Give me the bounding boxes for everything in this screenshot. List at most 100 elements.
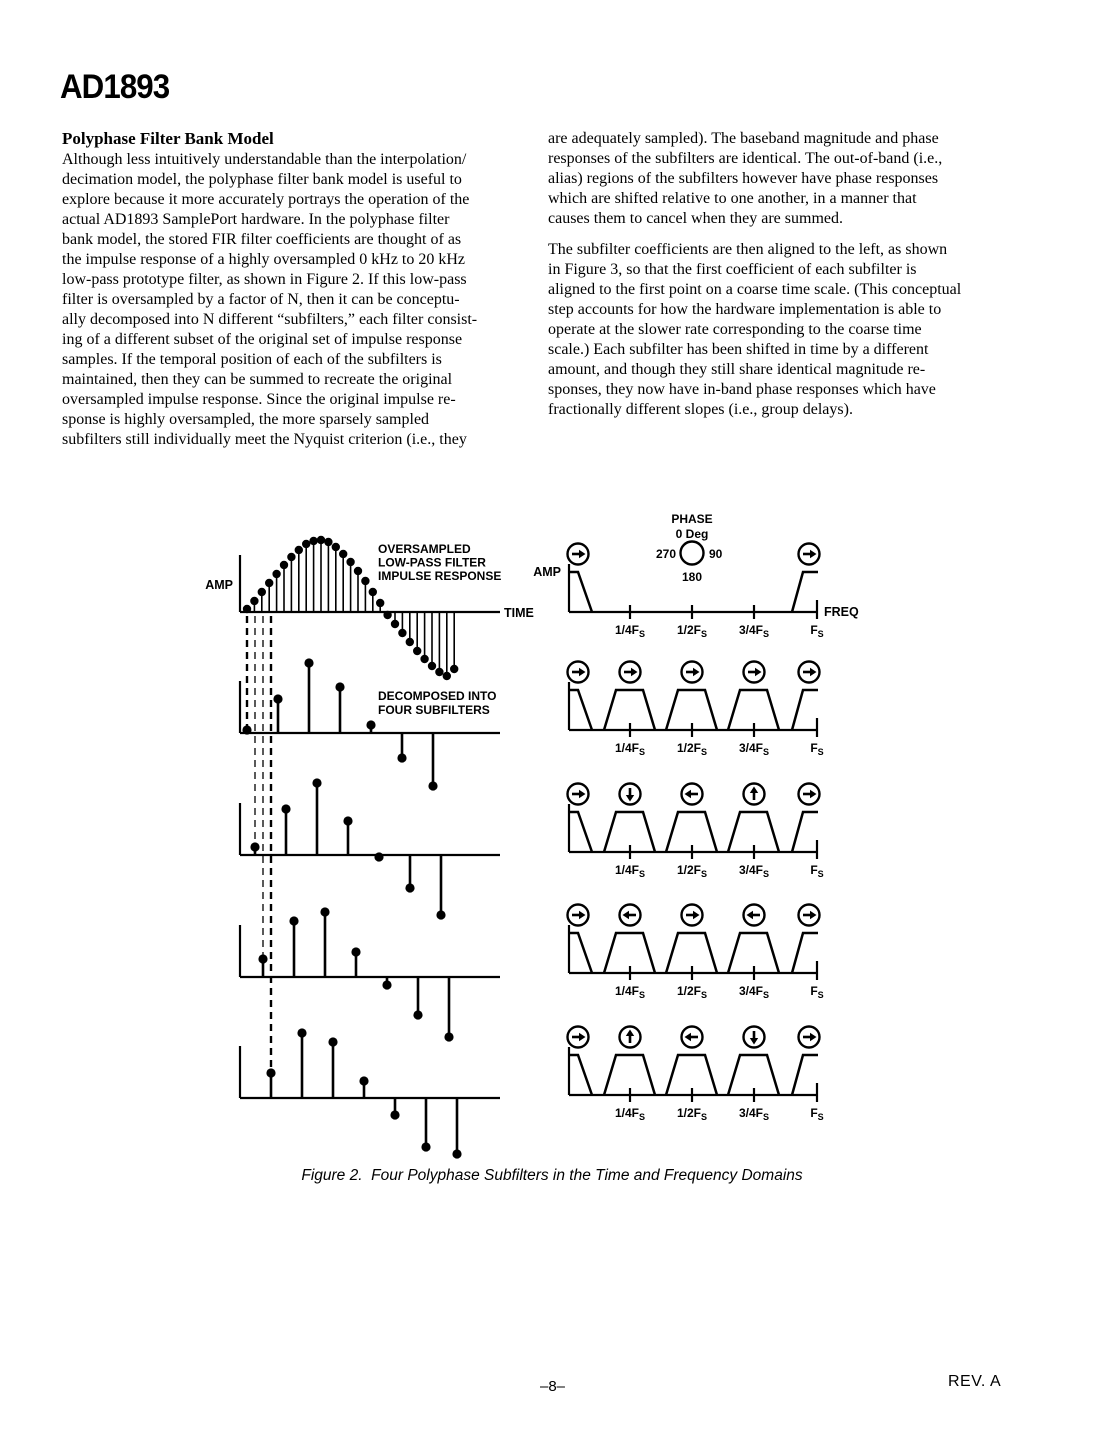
sample-dot (258, 954, 268, 964)
band-left-partial (570, 931, 594, 974)
band-trapezoid (726, 688, 781, 731)
phase-legend-90: 90 (709, 547, 723, 561)
sample-dot (435, 667, 444, 677)
phase-arrow-right (803, 910, 817, 920)
phase-circle (618, 1025, 642, 1049)
sample-dot (376, 598, 385, 608)
phase-arrow-up (625, 1029, 635, 1043)
band-left-partial (570, 570, 594, 613)
sample-dot (302, 539, 311, 549)
sample-dot (324, 537, 333, 547)
phase-arrow-left (746, 910, 760, 920)
band-trapezoid (664, 688, 719, 731)
sample-dot (390, 619, 400, 629)
phase-arrow-right (803, 549, 817, 559)
band-trapezoid (664, 931, 719, 974)
sample-dot (242, 604, 252, 614)
sample-dot (289, 916, 299, 926)
phase-circle (566, 1025, 590, 1049)
freq-label: FREQ (824, 605, 859, 619)
phase-circle (797, 660, 821, 684)
phase-arrow-right (748, 667, 762, 677)
phase-arrow-right (572, 910, 586, 920)
phase-circle (566, 542, 590, 566)
sample-dot (427, 661, 437, 671)
sample-dot (257, 587, 266, 597)
phase-circle (680, 660, 704, 684)
revision-label: REV. A (948, 1373, 1002, 1390)
sample-dot (266, 1068, 276, 1078)
sample-dot (309, 536, 318, 546)
band-trapezoid (602, 810, 657, 853)
phase-arrow-left (684, 789, 698, 799)
phase-arrow-right (803, 789, 817, 799)
phase-circle (680, 1025, 704, 1049)
band-trapezoid (664, 1053, 719, 1096)
sample-dot (428, 781, 438, 791)
sample-dot (398, 628, 407, 638)
impulse-response-plot (238, 535, 500, 681)
phase-circle (742, 903, 766, 927)
sample-dot (452, 1149, 462, 1159)
band-trapezoid (726, 810, 781, 853)
sample-dot (265, 578, 274, 588)
phase-arrow-right (803, 667, 817, 677)
tick-label: 1/4FS (615, 741, 645, 757)
amp-label-freq: AMP (533, 565, 561, 579)
phase-legend-circle (679, 540, 705, 566)
phase-circle (797, 903, 821, 927)
sample-dot (312, 778, 322, 788)
phase-arrow-right (572, 549, 586, 559)
amp-label-time: AMP (205, 578, 233, 592)
band-right-partial (790, 931, 818, 974)
sample-dot (250, 596, 259, 606)
phase-arrow-down (749, 1031, 759, 1045)
tick-label: 1/2FS (677, 623, 707, 639)
sample-dot (320, 907, 330, 917)
phase-circle (566, 660, 590, 684)
phase-circle (797, 1025, 821, 1049)
tick-label: 3/4FS (739, 741, 769, 757)
sample-dot (250, 842, 260, 852)
band-right-partial (790, 1053, 818, 1096)
phase-arrow-right (572, 1032, 586, 1042)
tick-label: 3/4FS (739, 863, 769, 879)
subfilter-plot (238, 907, 500, 1042)
phase-arrow-up (749, 786, 759, 800)
tick-label: 1/4FS (615, 623, 645, 639)
left-column-paragraph: Although less intuitively understandable… (62, 151, 478, 448)
phase-circle (618, 782, 642, 806)
band-trapezoid (664, 810, 719, 853)
tick-label: 1/2FS (677, 1106, 707, 1122)
tick-label: 3/4FS (739, 984, 769, 1000)
phase-circle (680, 903, 704, 927)
sample-dot (383, 610, 392, 620)
phase-legend-0deg: 0 Deg (676, 527, 709, 541)
phase-arrow-right (803, 1032, 817, 1042)
sample-dot (279, 560, 289, 570)
sample-dot (450, 664, 459, 674)
sample-dot (413, 1010, 423, 1020)
tick-label: 3/4FS (739, 623, 769, 639)
subfilter-plot (238, 658, 500, 791)
tick-label: FS (810, 623, 823, 639)
band-trapezoid (602, 688, 657, 731)
phase-arrow-left (622, 910, 636, 920)
band-right-partial (790, 688, 818, 731)
band-trapezoid (726, 931, 781, 974)
sample-dot (273, 694, 283, 704)
sample-dot (316, 535, 326, 545)
phase-arrow-right (572, 789, 586, 799)
section-heading: Polyphase Filter Bank Model (62, 129, 274, 148)
sample-dot (361, 576, 370, 586)
sample-dot (343, 816, 353, 826)
